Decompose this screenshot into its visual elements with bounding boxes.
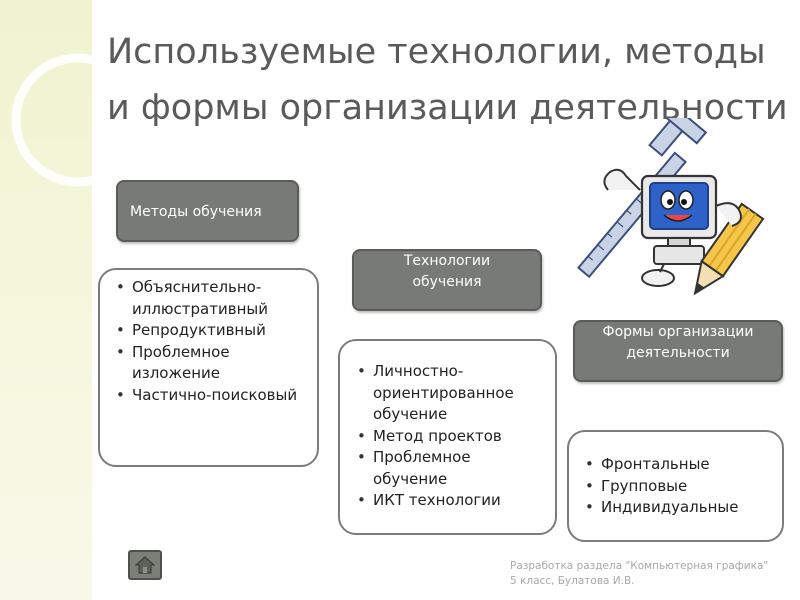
- list-item: Метод проектов: [351, 426, 549, 448]
- list-item: Проблемное обучение: [351, 447, 549, 490]
- forms-header: Формы организации деятельности: [573, 320, 783, 382]
- list-item: Частично-поисковый: [110, 385, 309, 407]
- forms-list: Фронтальные Групповые Индивидуальные: [579, 454, 776, 519]
- list-item: Объяснительно-иллюстративный: [110, 277, 309, 320]
- technologies-header: Технологии обучения: [352, 249, 542, 311]
- methods-box: Объяснительно-иллюстративный Репродуктив…: [98, 268, 319, 467]
- list-item: ИКТ технологии: [351, 490, 549, 512]
- forms-header-label: Формы организации деятельности: [602, 324, 754, 361]
- slide-title: Используемые технологии, методы и формы …: [107, 32, 788, 128]
- home-button[interactable]: [128, 550, 162, 580]
- list-item: Групповые: [579, 476, 776, 498]
- forms-box: Фронтальные Групповые Индивидуальные: [567, 430, 784, 542]
- list-item: Индивидуальные: [579, 497, 776, 519]
- technologies-box: Личностно-ориентированное обучение Метод…: [338, 339, 557, 535]
- left-decor-band: [0, 0, 92, 600]
- computer-mascot-icon: [576, 118, 765, 296]
- list-item: Проблемное изложение: [110, 342, 309, 385]
- list-item: Личностно-ориентированное обучение: [351, 361, 549, 426]
- list-item: Репродуктивный: [110, 320, 309, 342]
- methods-header-label: Методы обучения: [130, 204, 262, 220]
- methods-header: Методы обучения: [116, 180, 299, 242]
- technologies-header-label: Технологии обучения: [403, 253, 491, 290]
- methods-list: Объяснительно-иллюстративный Репродуктив…: [110, 277, 309, 406]
- home-icon: [134, 556, 156, 574]
- technologies-list: Личностно-ориентированное обучение Метод…: [351, 361, 549, 512]
- footer-credit: Разработка раздела "Компьютерная графика…: [510, 560, 769, 587]
- list-item: Фронтальные: [579, 454, 776, 476]
